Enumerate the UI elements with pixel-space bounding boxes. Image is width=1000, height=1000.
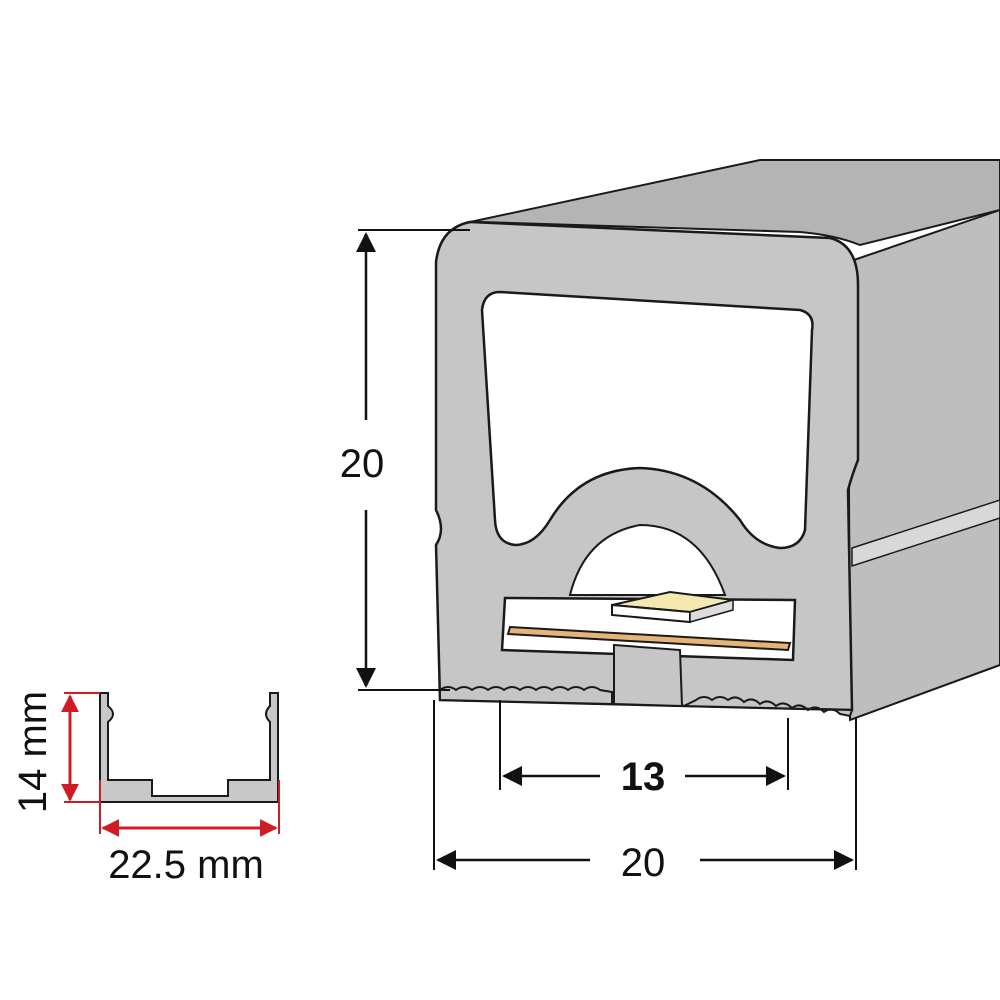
serrated-base-left: [439, 686, 613, 706]
extrusion-top-face: [469, 159, 1000, 247]
profile-extrusion: [469, 159, 1000, 722]
upper-cavity: [480, 290, 814, 550]
mounting-channel: [61, 692, 280, 837]
led-chip-side: [689, 599, 734, 623]
mounting-channel-body: [99, 692, 279, 803]
channel-height-label: 14 mm: [11, 691, 55, 813]
channel-width-label: 22.5 mm: [108, 843, 264, 887]
extension-lines: [358, 229, 857, 870]
serrated-base-right: [683, 696, 854, 718]
bottom-stem: [613, 643, 684, 708]
profile-cross-section: [434, 220, 860, 718]
dimension-lines: [356, 232, 854, 870]
profile-height-label: 20: [340, 442, 385, 486]
extrusion-side-groove: [851, 499, 1000, 568]
profile-inner-width-label: 13: [621, 755, 666, 799]
pcb-strip: [506, 625, 792, 652]
profile-width-label: 20: [621, 841, 666, 885]
light-channel: [568, 523, 727, 596]
extrusion-side-face: [846, 208, 1000, 722]
